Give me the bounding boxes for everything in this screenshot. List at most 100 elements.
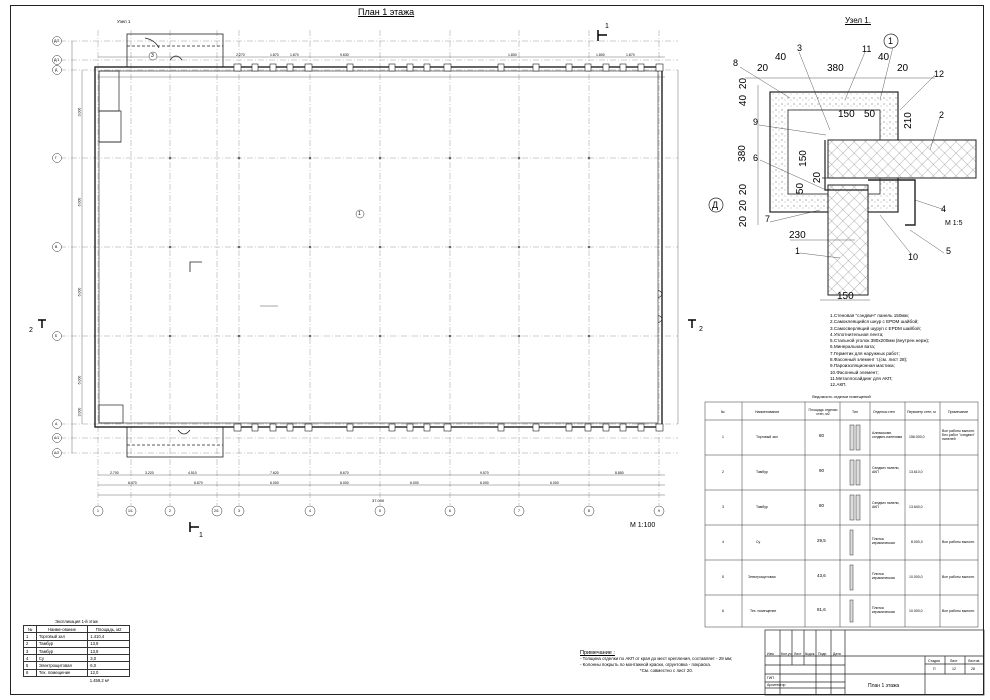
stamp-col: Изм. [767, 652, 775, 656]
interior-columns [168, 156, 591, 338]
legend-item: 11.Металлосайдинг для АКП; [830, 375, 893, 381]
stamp-col: №док. [805, 652, 816, 656]
bottom-dimension: 6.000 [270, 481, 279, 485]
col-axis-label: 1/1 [128, 509, 133, 513]
cell: 6,0 [87, 661, 130, 670]
uzel-dim-top: 380 [827, 63, 844, 74]
cell: 3,0 [87, 654, 130, 663]
uzel-dim-inner: 210 [902, 112, 914, 129]
col-axis-label: 6 [449, 509, 451, 513]
uzel-dim-top: 40 [775, 52, 787, 63]
cell: 13,9 [87, 646, 130, 656]
uzel-callout: 7 [765, 214, 771, 224]
finish-cell: 4 [722, 540, 724, 544]
col-axis-label: 3 [238, 509, 240, 513]
explication-header: Наиме-ование [35, 624, 89, 634]
top-dimension: 1.800 [508, 53, 517, 57]
left-dimension: 6.000 [77, 287, 82, 297]
finish-header: Периметр стен, м [907, 410, 936, 414]
bottom-dimension: 8.670 [340, 471, 349, 475]
finish-cell: Сэндвич панели, АКП [872, 501, 900, 509]
explication-caption: Экспликация 1-й этаж [55, 619, 98, 624]
finish-cell: Тех. помещение [750, 609, 777, 613]
uzel-callout: 4 [941, 204, 947, 214]
cell: Тех. помещение [35, 668, 89, 678]
stamp-stage-header: Стадия [928, 659, 940, 663]
cell: 5 [23, 661, 37, 670]
section-marks [38, 30, 696, 532]
uzel-dim-top: 20 [897, 63, 909, 74]
finish-cell: 13.640,0 [909, 505, 923, 509]
finish-cell: 156.000,0 [909, 435, 925, 439]
cell: Су [35, 654, 89, 663]
col-axis-label: 8 [588, 509, 590, 513]
cell: Тамбур [35, 646, 89, 656]
bottom-dimension: 8.850 [615, 471, 624, 475]
top-dimension: 1.800 [596, 53, 605, 57]
left-dimension: 6.000 [77, 197, 82, 207]
row-axis-label: А [55, 422, 58, 426]
explication-total: 1.459,2 м² [89, 677, 110, 683]
finish-cell: Электрощитовая [748, 575, 776, 579]
finish-cell: 10.000,0 [909, 575, 923, 579]
section-mark-right: 2 [699, 326, 703, 333]
left-top-rooms [98, 70, 124, 424]
legend-item: 10.Фасонный элемент; [830, 369, 879, 375]
bottom-dimension: 2.700 [110, 471, 119, 475]
finish-cell: 2 [722, 470, 724, 474]
finish-header: № [721, 410, 725, 414]
finish-cell: Алюмокомп. сэндвич-панелями [872, 431, 903, 439]
legend-item: 2.Самоклеящийся шнур с EPDM шайбой; [830, 319, 919, 325]
uzel-dim-left: 20 [738, 183, 750, 196]
finish-cell: 29,5 [817, 538, 826, 543]
row-axis-label: В [55, 245, 58, 249]
uzel-dim-left: 20 [738, 77, 750, 90]
legend-item: 6.Минеральная вата; [830, 344, 876, 350]
dimension-lines [71, 41, 679, 496]
uzel-dim-left: 20 [738, 215, 750, 228]
explication-header: № [23, 624, 37, 634]
uzel-dim-inner: 150 [838, 109, 855, 120]
left-dimension: 6.000 [77, 375, 82, 385]
cell: 1.410,4 [87, 632, 130, 641]
finish-cell: 43,6 [817, 573, 826, 578]
col-axis-label: 9 [658, 509, 660, 513]
row-axis-label: А/1 [54, 436, 60, 440]
cell: 4 [23, 654, 37, 663]
cell: 3 [23, 646, 37, 656]
finish-title: Ведомость отделки помещений [812, 394, 871, 399]
finish-table-grid [704, 401, 979, 628]
uzel-legend: 1.Стеновая "сэндвич" панель 150мм; 2.Сам… [830, 313, 929, 389]
stamp-col: Кол.уч. [781, 652, 793, 656]
finish-cell: 13.610,0 [909, 470, 923, 474]
finish-header: Наименование [755, 410, 780, 414]
finish-cell: Су [756, 540, 761, 544]
explication-table: Экспликация 1-й этаж № Наиме-ование Площ… [23, 618, 130, 683]
uzel-dim-inner: 150 [797, 150, 809, 167]
legend-item: 12.АКП. [830, 382, 847, 388]
plan-scale: М 1:100 [630, 522, 656, 529]
uzel-callout: 5 [946, 246, 952, 256]
uzel-circle-number: 1 [888, 36, 894, 46]
cell: 12,0 [87, 668, 130, 678]
finish-cell: Все работы выполн. [942, 540, 975, 544]
uzel-scale: М 1:5 [945, 220, 963, 227]
uzel-callout: 3 [797, 43, 803, 53]
bottom-dimension: 7.620 [270, 471, 279, 475]
finish-cell: Плитка керамическая [872, 572, 895, 580]
uzel-axis-label: Д [712, 200, 719, 210]
room-number-3: 3 [151, 53, 154, 59]
finish-header: Тип [852, 410, 858, 414]
finish-cell: 80 [819, 433, 825, 438]
uzel-tag: Узел 1 [117, 19, 131, 24]
stamp-col: Лист [794, 652, 802, 656]
row-axis-label: Г [55, 156, 57, 160]
stamp-grid [764, 629, 985, 696]
finish-cell: Все работы выполн. Без работ "сэндвич" п… [942, 429, 975, 441]
top-dimension: 1.870 [290, 53, 299, 57]
finish-header: Примечание [948, 410, 969, 414]
